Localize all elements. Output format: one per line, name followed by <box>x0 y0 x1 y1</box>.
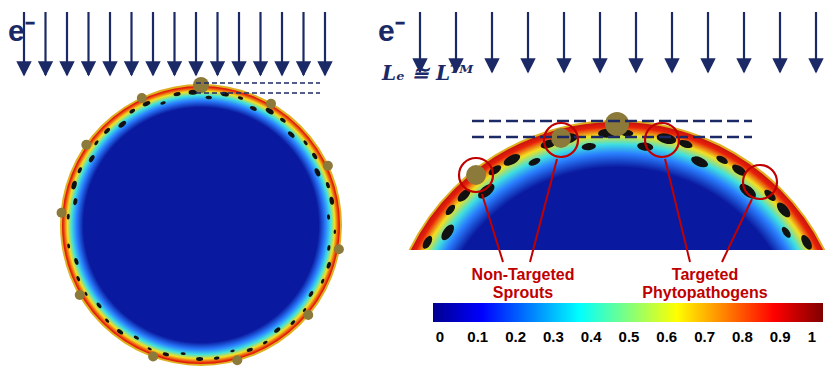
beam-arrow <box>87 12 89 75</box>
colorbar-tick: 0.3 <box>533 329 573 346</box>
beam-arrow <box>302 12 304 75</box>
beam-arrow <box>563 12 565 72</box>
colorbar-tick: 0.5 <box>609 329 649 346</box>
beam-arrow <box>707 12 709 72</box>
beam-arrow <box>599 12 601 72</box>
colorbar <box>433 303 823 322</box>
colorbar-tick: 0.2 <box>496 329 536 346</box>
beam-arrow <box>281 12 283 75</box>
colorbar-tick: 0.9 <box>760 329 800 346</box>
zoomed-cross-section <box>386 121 835 250</box>
callout-label: Targeted Phytopathogens <box>640 266 770 301</box>
colorbar-tick: 0 <box>420 329 460 346</box>
colorbar-tick: 0.1 <box>458 329 498 346</box>
sample-cross-section <box>61 85 341 365</box>
depth-line <box>196 92 320 93</box>
highlight-circles <box>459 123 777 199</box>
beam-arrow <box>195 12 197 75</box>
beam-arrow <box>815 12 817 72</box>
callout-label: Non-Targeted Sprouts <box>463 266 583 301</box>
beam-arrow <box>324 12 326 75</box>
colorbar-tick: 1 <box>792 329 832 346</box>
depth-line <box>472 136 752 139</box>
colorbar-tick: 0.4 <box>571 329 611 346</box>
colorbar-tick: 0.6 <box>647 329 687 346</box>
surface-particles <box>57 77 344 365</box>
beam-arrow <box>743 12 745 72</box>
colorbar-tick: 0.7 <box>685 329 725 346</box>
beam-arrow <box>238 12 240 75</box>
beam-arrow <box>173 12 175 75</box>
beam-arrow <box>152 12 154 75</box>
beam-arrow <box>779 12 781 72</box>
beam-arrow <box>109 12 111 75</box>
beam-arrow <box>635 12 637 72</box>
beam-arrow <box>44 12 46 75</box>
penetration-depth-label: Lₑ ≅ Lᵀᴹ <box>382 62 473 84</box>
beam-label: e⁻ <box>8 14 35 47</box>
leader-lines <box>482 159 752 262</box>
beam-arrow <box>527 12 529 72</box>
beam-arrow <box>491 12 493 72</box>
beam-arrow <box>671 12 673 72</box>
surface-particles <box>400 112 835 250</box>
beam-arrow <box>66 12 68 75</box>
beam-arrow <box>259 12 261 75</box>
colorbar-tick: 0.8 <box>722 329 762 346</box>
beam-label: e⁻ <box>378 14 405 47</box>
depth-line <box>196 82 320 83</box>
beam-arrow <box>216 12 218 75</box>
depth-line <box>472 120 752 123</box>
beam-arrow <box>130 12 132 75</box>
